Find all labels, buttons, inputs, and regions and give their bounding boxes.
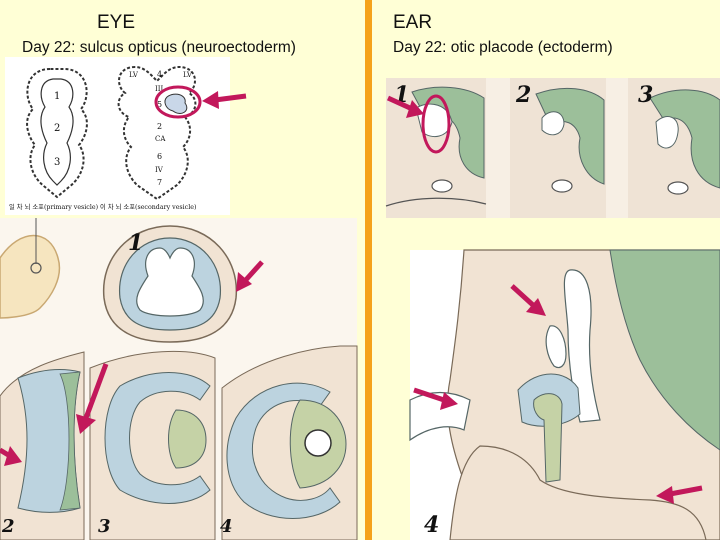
secondary-label-6: 6 [157, 152, 162, 161]
secondary-label-7: 7 [157, 178, 162, 187]
secondary-label-iii: III [155, 85, 164, 93]
otic-stages-figure: 1 2 3 [385, 78, 720, 218]
primary-label-3: 3 [54, 157, 60, 168]
arrow-icon [386, 95, 424, 118]
eye-subtitle: Day 22: sulcus opticus (neuroectoderm) [22, 39, 296, 56]
optic-sulcus-circle [154, 85, 202, 119]
arrow-icon [76, 363, 109, 434]
primary-label-1: 1 [54, 91, 60, 102]
secondary-label-5: 5 [157, 100, 162, 109]
vesicle-caption: 일 차 뇌 소포(primary vesicle) 이 차 뇌 소포(secon… [9, 202, 196, 211]
arrow-icon [0, 446, 22, 466]
secondary-label-2: 2 [157, 122, 162, 131]
ear-title: EAR [393, 12, 433, 33]
eye-title: EYE [97, 12, 136, 33]
secondary-label-lv-left: LV [129, 71, 139, 79]
secondary-label-ca: CA [155, 135, 166, 143]
arrow-icon [656, 485, 703, 504]
eye-stage-2-number: 2 [1, 516, 15, 537]
optic-cup-figure: 1 2 3 4 [0, 218, 358, 540]
brain-vesicles-figure: 1 2 3 LV 4 LV III 5 2 CA 6 IV 7 일 차 뇌 소포… [5, 57, 230, 215]
ear-subtitle: Day 22: otic placode (ectoderm) [393, 39, 613, 56]
arrow-icon [202, 91, 247, 109]
eye-stage-1-number: 1 [128, 230, 143, 256]
arrow-icon [510, 284, 546, 316]
secondary-label-iv: IV [155, 166, 164, 174]
otic-placode-circle [421, 94, 451, 154]
eye-stage-3-number: 3 [98, 516, 111, 537]
ear-stage-2-number: 2 [515, 82, 531, 108]
secondary-label-lv-right: LV [183, 71, 193, 79]
primary-label-2: 2 [54, 123, 60, 134]
ear-stage-4-number: 4 [424, 512, 439, 538]
center-divider [365, 0, 372, 540]
secondary-label-4: 4 [157, 70, 162, 79]
arrow-icon [236, 260, 264, 292]
eye-stage-4-number: 4 [220, 516, 233, 537]
ear-stage-3-number: 3 [638, 82, 653, 108]
arrow-icon [413, 387, 458, 410]
